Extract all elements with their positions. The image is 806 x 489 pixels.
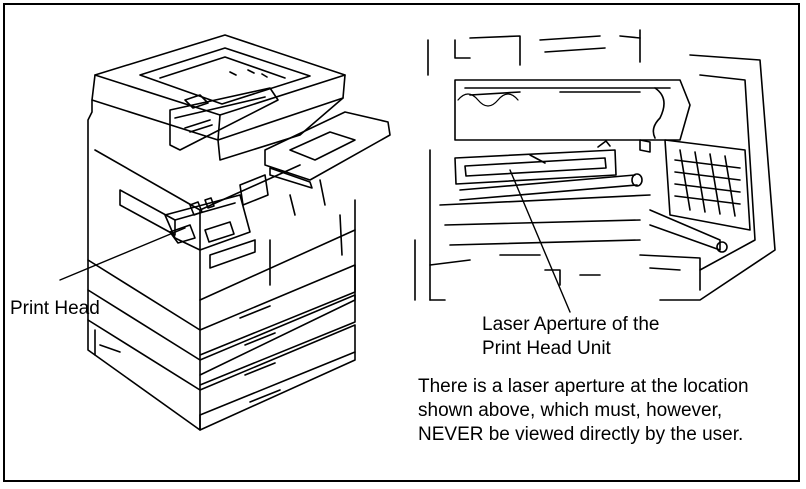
- warning-line-3: NEVER be viewed directly by the user.: [418, 424, 744, 445]
- figure-frame: [3, 3, 800, 482]
- aperture-label-line-1: Laser Aperture of the: [482, 314, 660, 335]
- copier-illustration: [59, 34, 391, 431]
- aperture-label-line-2: Print Head Unit: [482, 338, 611, 359]
- laser-aperture-label: Laser Aperture of the Print Head Unit: [482, 313, 659, 361]
- print-head-label: Print Head: [10, 298, 100, 319]
- warning-text: There is a laser aperture at the locatio…: [418, 375, 798, 447]
- warning-line-2: shown above, which must, however,: [418, 400, 723, 421]
- warning-line-1: There is a laser aperture at the locatio…: [418, 376, 749, 397]
- interior-illustration: [414, 29, 776, 313]
